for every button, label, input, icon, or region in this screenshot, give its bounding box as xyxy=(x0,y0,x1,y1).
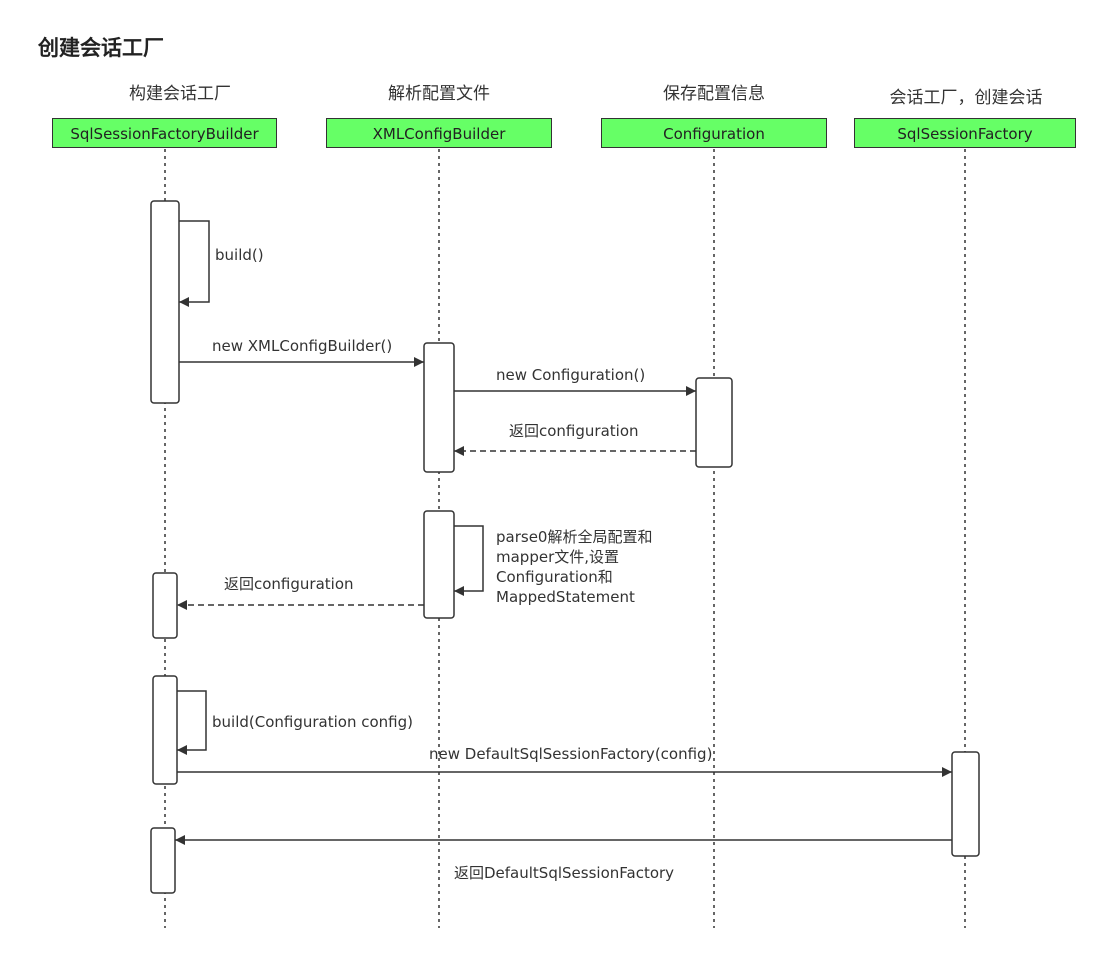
lane-desc-configuration: 保存配置信息 xyxy=(663,84,765,104)
label-build-config: build(Configuration config) xyxy=(212,713,413,731)
activation-configuration-1[interactable] xyxy=(695,377,733,468)
label-new-defaultsqlsessionfactory: new DefaultSqlSessionFactory(config) xyxy=(429,745,712,763)
lane-box-configuration[interactable]: Configuration xyxy=(601,118,827,148)
lane-desc-xml: 解析配置文件 xyxy=(388,84,490,104)
label-parse-line-3: Configuration和 xyxy=(496,568,613,586)
lane-desc-factory: 会话工厂，创建会话 xyxy=(889,88,1043,108)
label-return-configuration-1: 返回configuration xyxy=(509,422,639,440)
label-build: build() xyxy=(215,246,264,264)
activation-builder-1[interactable] xyxy=(150,200,180,404)
label-return-defaultsqlsessionfactory: 返回DefaultSqlSessionFactory xyxy=(454,864,674,882)
activation-xml-2[interactable] xyxy=(423,510,455,619)
label-new-configuration: new Configuration() xyxy=(496,366,645,384)
self-call-build xyxy=(179,220,210,307)
activation-builder-3[interactable] xyxy=(152,675,178,785)
activation-builder-4[interactable] xyxy=(150,827,176,894)
lane-box-sqlsessionfactory[interactable]: SqlSessionFactory xyxy=(854,118,1076,148)
lane-desc-builder: 构建会话工厂 xyxy=(129,84,231,104)
activation-xml-1[interactable] xyxy=(423,342,455,473)
self-call-build-config xyxy=(177,690,207,755)
activation-builder-2[interactable] xyxy=(152,572,178,639)
label-parse-line-4: MappedStatement xyxy=(496,588,635,606)
page-title: 创建会话工厂 xyxy=(38,36,164,60)
label-new-xmlconfigbuilder: new XMLConfigBuilder() xyxy=(212,337,392,355)
lane-box-sqlsessionfactorybuilder[interactable]: SqlSessionFactoryBuilder xyxy=(52,118,277,148)
label-parse-line-1: parse0解析全局配置和 xyxy=(496,528,652,546)
lane-box-xmlconfigbuilder[interactable]: XMLConfigBuilder xyxy=(326,118,552,148)
activation-factory-1[interactable] xyxy=(951,751,980,857)
label-return-configuration-2: 返回configuration xyxy=(224,575,354,593)
self-call-parse xyxy=(454,525,484,596)
label-parse-line-2: mapper文件,设置 xyxy=(496,548,619,566)
